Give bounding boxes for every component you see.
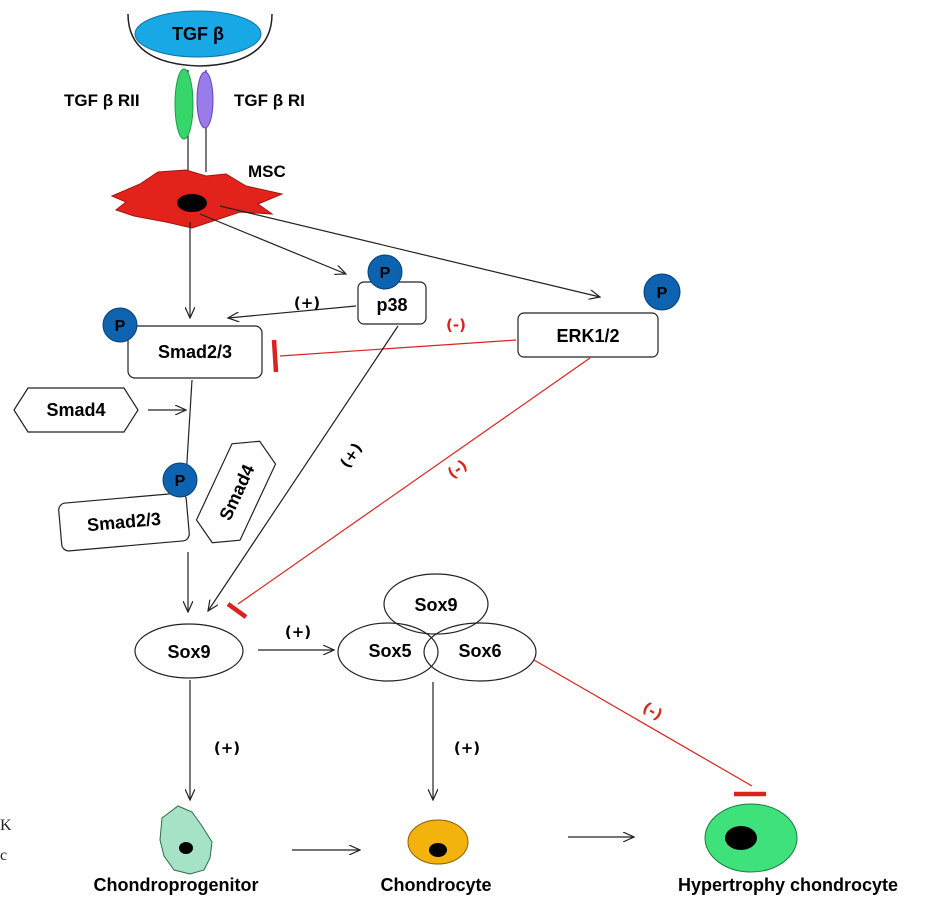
sox9-ellipse (134, 623, 244, 679)
chondroprogenitor-label: Chondroprogenitor (94, 875, 259, 895)
smad-to-complex-arrow (186, 379, 193, 478)
complex-phospho-label: P (175, 473, 186, 490)
hypertrophy-chondrocyte-label: Hypertrophy chondrocyte (678, 875, 898, 895)
erk-to-sox9-sign: (-) (444, 456, 471, 482)
tgf-beta-ri-receptor (196, 71, 214, 129)
trio-to-chondrocyte-sign: (+) (454, 739, 480, 757)
msc-label: MSC (248, 162, 286, 181)
smad4-label: Smad4 (46, 400, 105, 420)
complex-smad4-group: Smad4 (195, 440, 277, 544)
p38-phospho-badge (367, 254, 403, 290)
sox9-to-progenitor-sign: (+) (214, 739, 240, 757)
p38-to-sox9-sign: (+) (336, 440, 366, 472)
complex-smad23-group: Smad2/3 (58, 492, 190, 552)
trio-sox5-label: Sox5 (368, 641, 411, 661)
trio-sox6-ellipse (423, 622, 537, 682)
smad23-box (127, 325, 263, 379)
margin-text-line-1: K (0, 817, 12, 834)
trio-to-hypertrophy-sign: (-) (639, 698, 665, 724)
tgf-beta-rii-receptor (174, 68, 194, 140)
erk-inhibits-smad-bar (271, 339, 279, 373)
margin-text-line-2: c (0, 847, 7, 864)
msc-to-p38-arrow (199, 213, 346, 274)
sox9-to-trio-sign: (+) (285, 623, 311, 641)
tgf-beta-ri-label: TGF β RI (234, 91, 305, 110)
p38-label: p38 (376, 295, 407, 315)
erk-phospho-badge (643, 273, 681, 311)
smad23-label: Smad2/3 (158, 342, 232, 362)
erk-inhibits-sox9-bar (226, 602, 248, 619)
erk-inhibits-sox9-line (237, 357, 591, 605)
msc-nucleus (177, 194, 207, 212)
p38-phospho-label: P (380, 265, 391, 282)
trio-sox5-ellipse (337, 622, 439, 682)
chondroprogenitor-nucleus (179, 842, 193, 854)
chondroprogenitor-cell (159, 805, 213, 875)
trio-inhibits-hypertrophy-line (533, 659, 753, 787)
chondrocyte-nucleus (429, 843, 447, 857)
p38-to-smad-sign: (+) (294, 294, 320, 312)
smad23-phospho-badge (102, 307, 138, 343)
chondrocyte-label: Chondrocyte (380, 875, 491, 895)
trio-sox9-label: Sox9 (414, 595, 457, 615)
smad4-hexagon (13, 387, 139, 433)
complex-phospho-badge (162, 462, 198, 498)
p38-to-sox9-arrow (208, 325, 399, 611)
hypertrophy-nucleus (725, 826, 757, 850)
complex-smad23-box (58, 492, 190, 552)
membrane-arc (127, 13, 273, 67)
complex-smad4-hexagon (195, 440, 277, 544)
erk-box (517, 312, 659, 358)
tgf-beta-label: TGF β (172, 24, 224, 44)
p38-to-smad-arrow (228, 305, 357, 318)
chondrocyte-cell (407, 819, 469, 865)
erk-label: ERK1/2 (556, 326, 619, 346)
erk-phospho-label: P (657, 285, 668, 302)
smad23-phospho-label: P (115, 318, 126, 335)
tgf-beta-ligand (134, 10, 262, 58)
erk-inhibits-smad-line (279, 339, 517, 357)
msc-to-erk-arrow (219, 205, 600, 297)
tgf-beta-rii-label: TGF β RII (64, 91, 140, 110)
sox9-label: Sox9 (167, 642, 210, 662)
trio-sox6-label: Sox6 (458, 641, 501, 661)
erk-to-smad-sign: (-) (446, 316, 466, 334)
